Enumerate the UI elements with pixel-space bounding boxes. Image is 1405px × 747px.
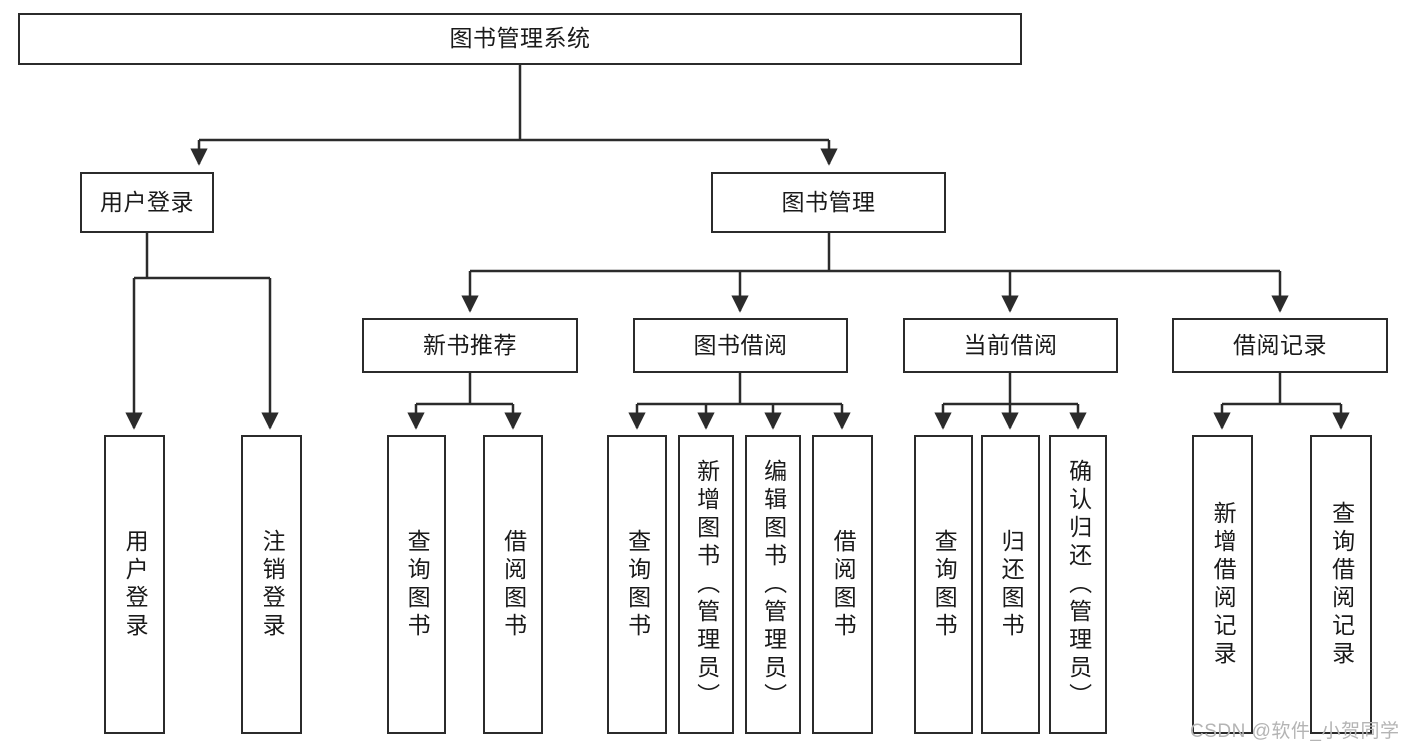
node-label: 图书借阅 — [693, 331, 788, 358]
leaf-logout[interactable]: 注销登录 — [241, 435, 302, 734]
node-label: 借阅图书 — [830, 528, 857, 641]
node-book-management[interactable]: 图书管理 — [711, 172, 946, 233]
leaf-borrow-book[interactable]: 借阅图书 — [812, 435, 873, 734]
node-label: 新增图书（管理员） — [693, 458, 720, 711]
node-user-login[interactable]: 用户登录 — [80, 172, 214, 233]
node-label: 新书推荐 — [423, 331, 517, 358]
leaf-add-book-admin[interactable]: 新增图书（管理员） — [678, 435, 734, 734]
leaf-query-book-recommend[interactable]: 查询图书 — [387, 435, 446, 734]
node-current-borrow[interactable]: 当前借阅 — [903, 318, 1118, 373]
leaf-confirm-return-admin[interactable]: 确认归还（管理员） — [1049, 435, 1107, 734]
node-label: 查询借阅记录 — [1328, 500, 1355, 669]
node-new-book-recommend[interactable]: 新书推荐 — [362, 318, 578, 373]
leaf-user-login[interactable]: 用户登录 — [104, 435, 165, 734]
node-label: 图书管理系统 — [449, 25, 591, 52]
node-label: 编辑图书（管理员） — [760, 458, 787, 711]
leaf-add-borrow-record[interactable]: 新增借阅记录 — [1192, 435, 1253, 734]
node-label: 注销登录 — [259, 528, 286, 641]
node-label: 借阅图书 — [500, 528, 527, 641]
leaf-query-book-borrow[interactable]: 查询图书 — [607, 435, 667, 734]
node-label: 查询图书 — [624, 528, 651, 641]
node-label: 归还图书 — [998, 528, 1025, 641]
leaf-edit-book-admin[interactable]: 编辑图书（管理员） — [745, 435, 801, 734]
node-borrow-record[interactable]: 借阅记录 — [1172, 318, 1388, 373]
leaf-return-book[interactable]: 归还图书 — [981, 435, 1040, 734]
leaf-query-borrow-record[interactable]: 查询借阅记录 — [1310, 435, 1372, 734]
node-label: 查询图书 — [931, 528, 958, 641]
node-label: 查询图书 — [404, 528, 431, 641]
node-label: 当前借阅 — [963, 331, 1058, 358]
node-label: 确认归还（管理员） — [1065, 458, 1092, 711]
node-label: 借阅记录 — [1233, 331, 1327, 358]
node-label: 用户登录 — [122, 528, 149, 641]
node-label: 新增借阅记录 — [1210, 500, 1237, 669]
node-label: 用户登录 — [100, 188, 194, 215]
csdn-watermark: CSDN @软件_小贺同学 — [1190, 721, 1400, 742]
node-label: 图书管理 — [781, 188, 876, 215]
node-system-root[interactable]: 图书管理系统 — [18, 13, 1022, 65]
node-book-borrow[interactable]: 图书借阅 — [633, 318, 848, 373]
leaf-borrow-book-recommend[interactable]: 借阅图书 — [483, 435, 543, 734]
leaf-query-book-current[interactable]: 查询图书 — [914, 435, 973, 734]
